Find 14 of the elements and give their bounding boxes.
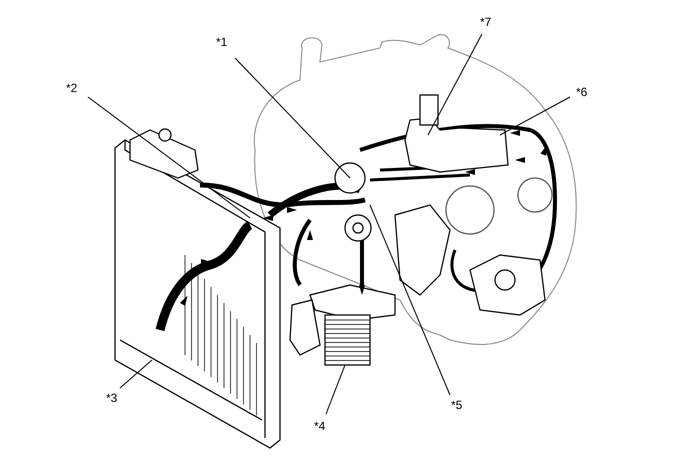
- callout-number: *4: [314, 419, 326, 433]
- callout-number: *6: [576, 85, 588, 99]
- leader-line: [234, 58, 350, 178]
- leader-line: [120, 360, 152, 388]
- leader-line: [428, 34, 482, 136]
- callout-number: *7: [480, 15, 492, 29]
- leader-line: [326, 364, 346, 414]
- leader-line: [500, 96, 570, 136]
- leader-line: [370, 204, 450, 396]
- callout-number: *5: [451, 398, 462, 412]
- callout-number: *1: [216, 35, 228, 49]
- callout-number: *3: [106, 391, 118, 405]
- leader-line: [88, 96, 250, 218]
- callout-number: *2: [66, 81, 78, 95]
